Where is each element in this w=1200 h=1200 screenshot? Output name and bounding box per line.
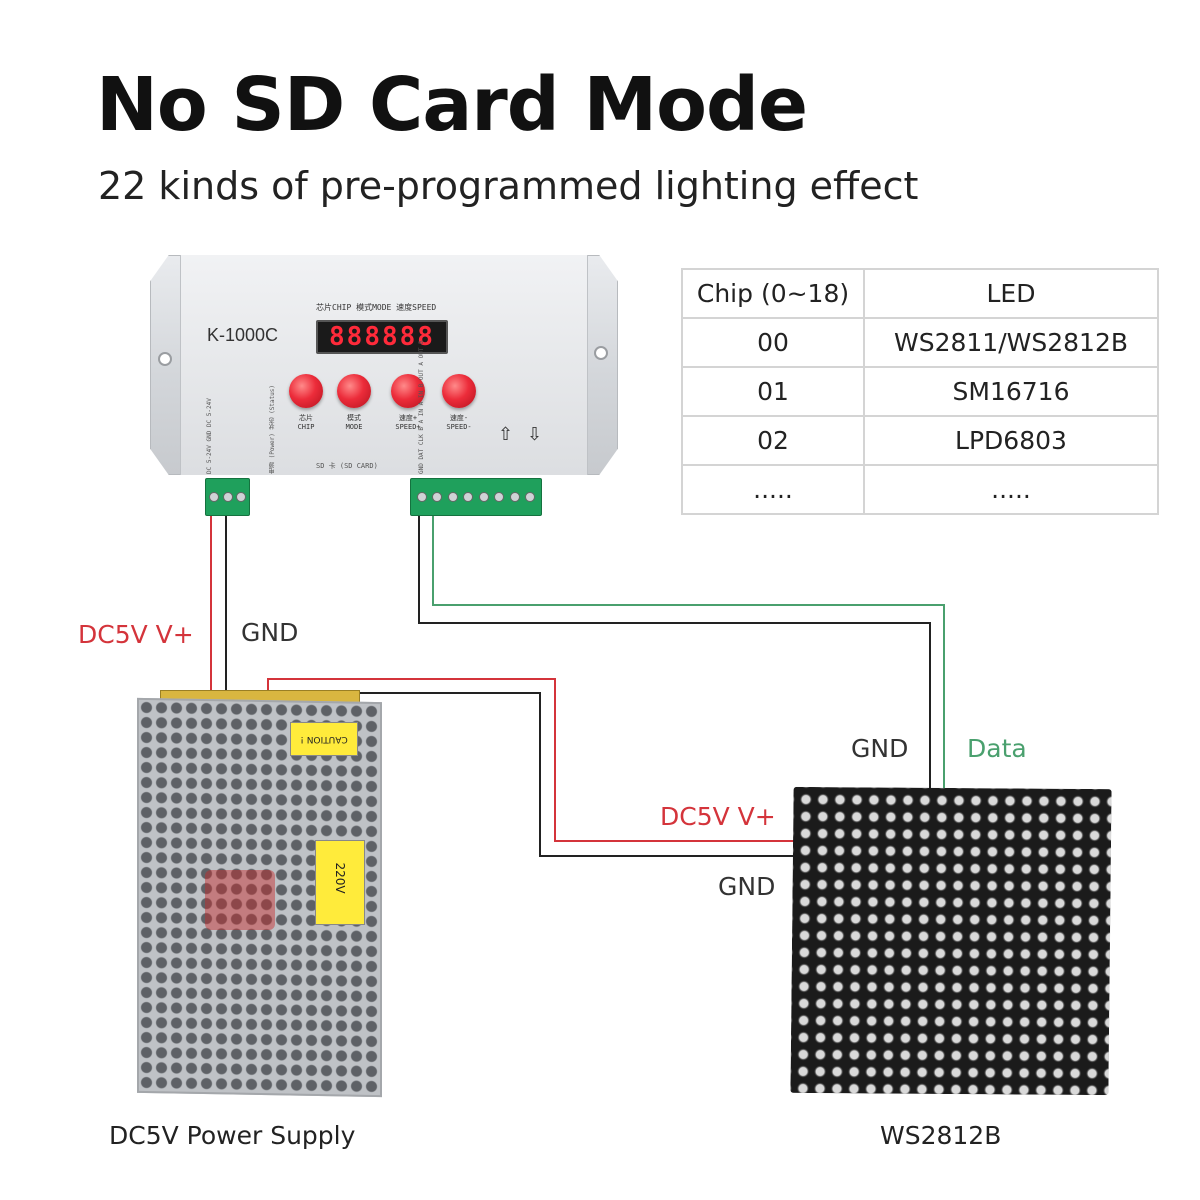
mode-button[interactable] — [337, 374, 371, 408]
wire-matrix-vplus — [267, 678, 795, 842]
matrix-caption: WS2812B — [880, 1121, 1002, 1150]
psu-gnd-label: GND — [241, 618, 299, 647]
psu-caption: DC5V Power Supply — [109, 1121, 356, 1150]
signal-terminal-block[interactable] — [410, 478, 542, 516]
table-header-row: Chip (0~18) LED — [681, 268, 1159, 319]
led-matrix — [790, 786, 1112, 1096]
screw-icon — [432, 492, 443, 502]
screw-icon — [463, 492, 474, 502]
table-cell-led: WS2811/WS2812B — [863, 317, 1159, 368]
speed-down-button-label: 速度- SPEED- — [446, 414, 472, 431]
screw-icon — [494, 492, 505, 502]
power-terminal-block[interactable] — [205, 478, 250, 516]
speed-down-button[interactable] — [442, 374, 476, 408]
matrix-data-label: Data — [967, 734, 1027, 763]
controller-body — [180, 255, 588, 475]
table-cell-led: ..... — [863, 464, 1159, 515]
table-cell-chip: 01 — [681, 366, 865, 417]
chip-button[interactable] — [289, 374, 323, 408]
table-cell-chip: ..... — [681, 464, 865, 515]
caution-sticker: CAUTION ! — [290, 722, 358, 756]
controller-model: K-1000C — [207, 325, 279, 345]
table-header-chip: Chip (0~18) — [681, 268, 865, 319]
controller-panel-label: 芯片CHIP 模式MODE 速度SPEED — [316, 303, 437, 312]
screw-icon — [416, 492, 427, 502]
page-title: No SD Card Mode — [96, 62, 808, 148]
led-display: 888888 — [316, 320, 448, 354]
psu-vplus-label: DC5V V+ — [78, 620, 194, 649]
table-cell-chip: 02 — [681, 415, 865, 466]
wire-ctrl-gnd — [418, 505, 931, 790]
table-row: 00 WS2811/WS2812B — [681, 317, 1159, 368]
table-cell-chip: 00 — [681, 317, 865, 368]
screw-icon — [478, 492, 489, 502]
screw-icon — [222, 492, 233, 502]
mount-hole-left — [158, 352, 172, 366]
mount-hole-right — [594, 346, 608, 360]
arrow-up-icon: ⇧ — [498, 424, 514, 445]
matrix-gnd-top-label: GND — [851, 734, 909, 763]
power-pin-labels: DC 5-24V GND DC 5-24V — [206, 398, 213, 474]
screw-icon — [235, 492, 246, 502]
table-cell-led: LPD6803 — [863, 415, 1159, 466]
table-row: ..... ..... — [681, 464, 1159, 515]
voltage-text: 220V — [333, 862, 347, 894]
screw-icon — [447, 492, 458, 502]
screw-icon — [509, 492, 520, 502]
psu-internal-part — [205, 870, 275, 930]
matrix-gnd-label: GND — [718, 872, 776, 901]
speed-up-button-label: 速度+ SPEED+ — [395, 414, 421, 431]
signal-pin-labels: GND DAT CLK B A IN A IN B OUT A OUT B — [418, 340, 425, 474]
table-cell-led: SM16716 — [863, 366, 1159, 417]
page-subtitle: 22 kinds of pre-programmed lighting effe… — [98, 164, 919, 208]
arrow-down-icon: ⇩ — [527, 424, 543, 445]
chip-table: Chip (0~18) LED 00 WS2811/WS2812B 01 SM1… — [681, 268, 1159, 515]
wire-ctrl-data — [432, 505, 945, 790]
status-labels: 电源 (Power) 状态 (Status) — [268, 385, 277, 474]
mode-button-label: 模式 MODE — [345, 414, 363, 431]
table-row: 01 SM16716 — [681, 366, 1159, 417]
chip-button-label: 芯片 CHIP — [297, 414, 315, 431]
table-header-led: LED — [863, 268, 1159, 319]
sd-card-label: SD 卡 (SD CARD) — [316, 462, 378, 470]
matrix-vplus-label: DC5V V+ — [660, 802, 776, 831]
voltage-selector-sticker: 220V — [315, 840, 365, 925]
table-row: 02 LPD6803 — [681, 415, 1159, 466]
speed-up-button[interactable] — [391, 374, 425, 408]
screw-icon — [209, 492, 220, 502]
screw-icon — [525, 492, 536, 502]
